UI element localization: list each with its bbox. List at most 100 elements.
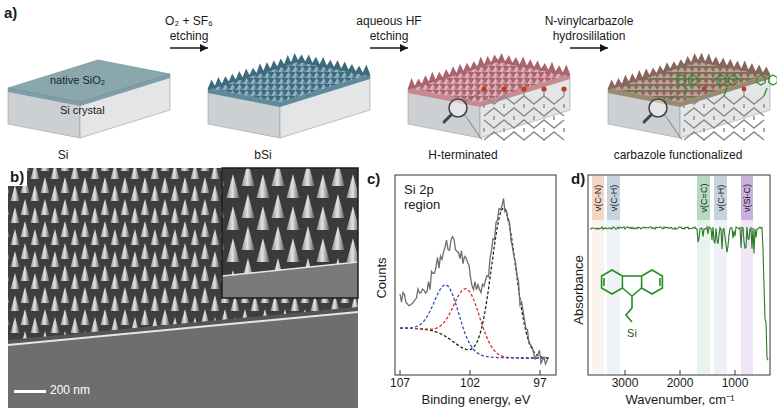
si-bond: [723, 104, 724, 108]
panel-letter: a): [4, 4, 17, 21]
si-block: [8, 60, 170, 138]
block-label: Si crystal: [60, 104, 105, 116]
peak-region-label: Si 2p region: [404, 183, 456, 213]
carbazole-link: [684, 88, 687, 96]
si-lattice: [484, 96, 564, 104]
ir-spectrum: [590, 227, 768, 360]
si-bond: [713, 116, 714, 120]
process-step: H-terminated: [408, 44, 570, 164]
process-step: bSi: [208, 44, 370, 164]
xps-plot: [395, 175, 556, 375]
h-atom: [702, 87, 707, 92]
si-lattice: [484, 108, 564, 116]
tick-label: 3000: [612, 377, 639, 391]
h-atom: [481, 86, 486, 91]
carbazole-ring: [689, 75, 698, 85]
si-bond: [523, 128, 524, 132]
band-label: ν(Si-C): [742, 184, 752, 212]
si-lattice: [684, 96, 764, 104]
edge-label: O₂ + SF₆ etching: [147, 14, 231, 43]
si-lattice: [684, 120, 764, 128]
si-bond: [543, 104, 544, 108]
h-bond: [523, 91, 524, 96]
axis-title: Wavenumber, cm⁻¹: [626, 393, 735, 408]
spike-rim: [408, 53, 570, 90]
magnifier-handle: [444, 115, 452, 123]
h-terminated-block: [408, 60, 570, 138]
si-bond: [563, 128, 564, 132]
si-bond: [483, 104, 484, 108]
sem-image: [8, 168, 358, 408]
edge-label: N-vinylcarbazole hydrosililation: [533, 14, 645, 43]
tick-label: 97: [533, 377, 546, 391]
step-caption: Si: [8, 148, 118, 162]
carbazole-ring: [729, 75, 738, 85]
axis-title: Counts: [375, 257, 390, 298]
band-label: ν(C-H): [608, 185, 618, 212]
tick-label: 1000: [722, 377, 749, 391]
si-bond: [503, 104, 504, 108]
panel-letter: d): [571, 170, 585, 187]
zoom-line: [465, 92, 482, 101]
si-bond: [543, 128, 544, 132]
si-bond: [723, 128, 724, 132]
si-bond: [683, 128, 684, 132]
process-arrow: [370, 47, 408, 49]
si-lattice: [684, 108, 764, 116]
fit-curve: [400, 285, 550, 358]
si-lattice: [684, 132, 764, 140]
zoom-line: [665, 115, 682, 140]
h-bond: [563, 91, 564, 96]
step-caption: bSi: [208, 148, 318, 162]
block-label: native SiO₂: [50, 74, 105, 86]
si-lattice: [484, 132, 564, 140]
h-atom: [501, 86, 506, 91]
h-atom: [541, 86, 546, 91]
band-label: ν(C-H): [715, 185, 725, 212]
process-step: carbazole functionalized: [608, 44, 770, 164]
carbazole-ring: [757, 75, 766, 85]
h-atom: [521, 86, 526, 91]
si-bond: [763, 104, 764, 108]
panel-letter: b): [8, 168, 27, 186]
zoom-line: [465, 115, 482, 140]
si-bond: [483, 128, 484, 132]
magnifier-handle: [644, 115, 652, 123]
spike-rim: [608, 53, 770, 90]
process-step: native SiO₂ Si crystalSi: [8, 44, 170, 164]
carbazole-block: [608, 60, 770, 138]
si-bond: [523, 104, 524, 108]
carbazole-ring: [677, 75, 686, 85]
si-bond: [763, 128, 764, 132]
si-bond: [743, 104, 744, 108]
si-bond: [703, 104, 704, 108]
step-caption: carbazole functionalized: [608, 148, 748, 162]
axis-title: Absorbance: [572, 255, 587, 324]
axis-title: Binding energy, eV: [422, 393, 531, 408]
band-label: ν(C=C): [698, 184, 708, 213]
xps-data: [400, 199, 549, 365]
panel-letter: c): [367, 170, 380, 187]
si-bond: [733, 116, 734, 120]
carbazole-ring: [717, 75, 726, 85]
si-bond: [563, 104, 564, 108]
si-bond: [693, 116, 694, 120]
ir-plot: [588, 175, 770, 375]
bsi-block: [208, 60, 370, 138]
h-atom: [742, 87, 747, 92]
h-bond: [743, 91, 744, 96]
h-bond: [483, 91, 484, 96]
si-bond: [493, 116, 494, 120]
si-bond: [553, 116, 554, 120]
scale-bar-label: 200 nm: [50, 384, 90, 398]
si-bond: [743, 128, 744, 132]
fit-curve: [400, 289, 550, 358]
carbazole-link: [764, 88, 767, 96]
tick-label: 2000: [667, 377, 694, 391]
step-caption: H-terminated: [408, 148, 518, 162]
tick-label: 107: [390, 377, 410, 391]
spike-rims: [208, 53, 770, 90]
h-atom: [561, 86, 566, 91]
